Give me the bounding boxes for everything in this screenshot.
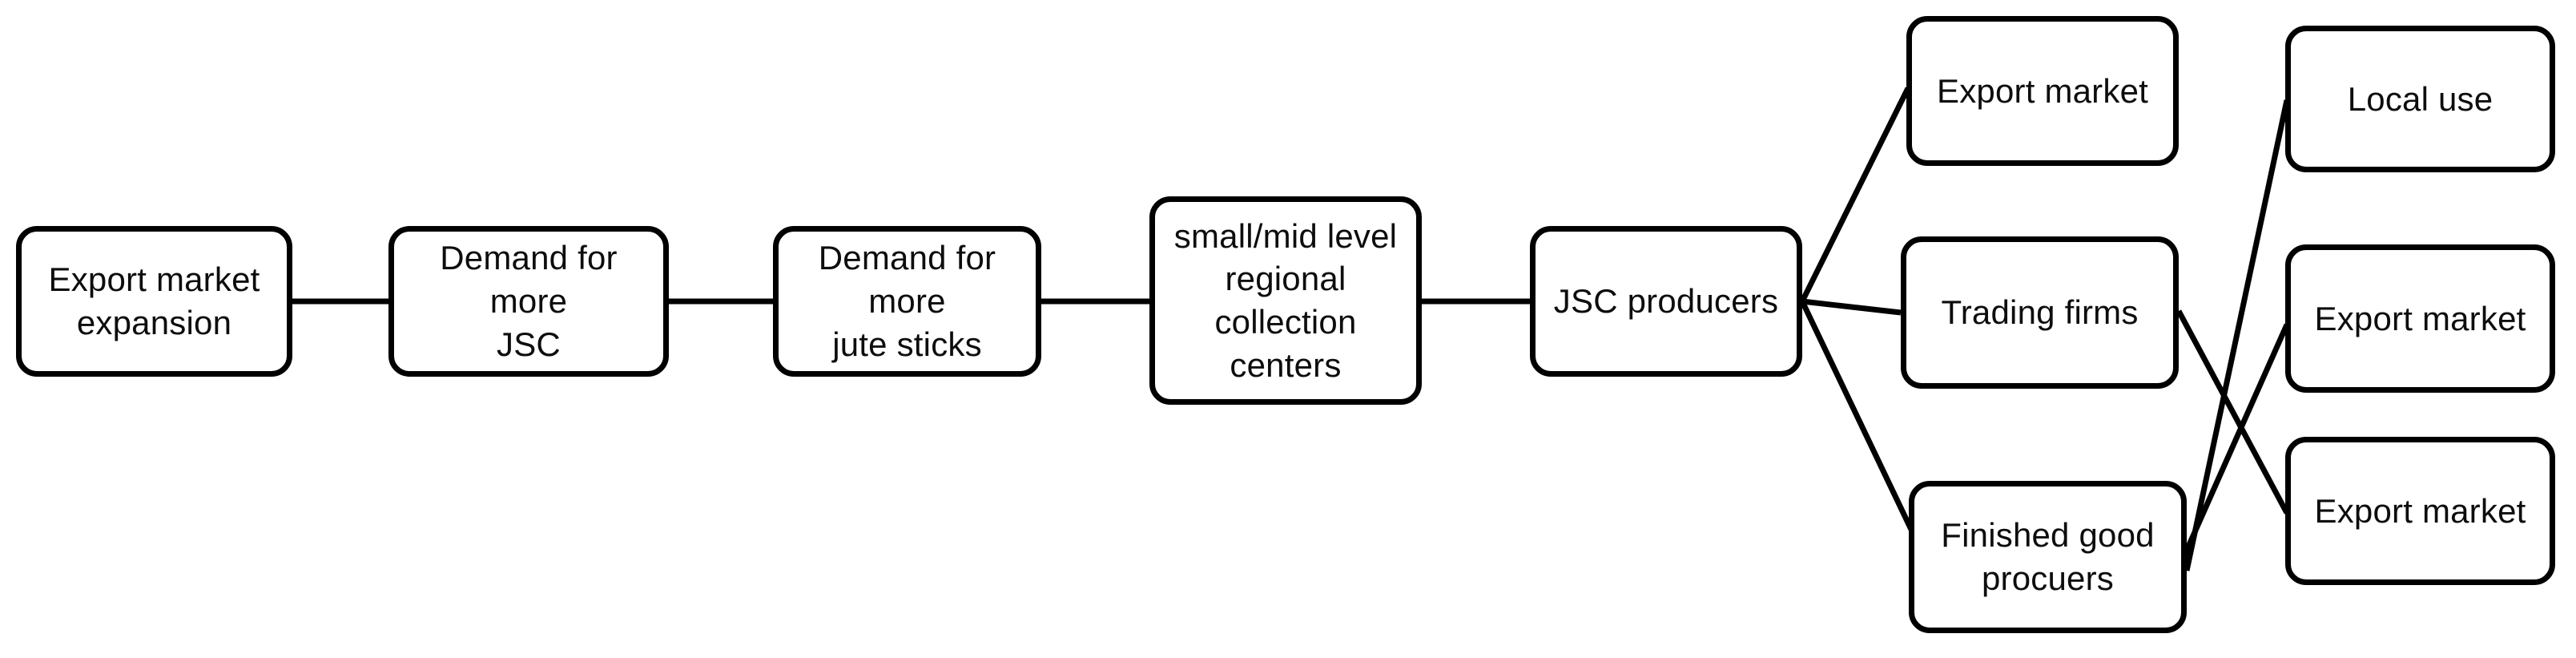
node-label-export-market-right-mid: Export market (2314, 299, 2526, 337)
node-export-market-right-bottom[interactable]: Export market (2285, 437, 2555, 585)
node-jsc-producers[interactable]: JSC producers (1530, 226, 1802, 377)
edge-jsc-producers-to-export-market-mid-top (1799, 87, 1911, 303)
edge-finished-good-procuers-to-export-market-right-mid (2179, 323, 2290, 563)
edge-trading-firms-to-export-market-right-bottom (2176, 309, 2290, 515)
node-label-trading-firms: Trading firms (1941, 293, 2139, 332)
node-demand-for-more-jute-sticks[interactable]: Demand for more jute sticks (773, 226, 1041, 377)
node-local-use[interactable]: Local use (2285, 26, 2555, 172)
edge-finished-good-procuers-to-local-use (2184, 99, 2290, 571)
node-label-export-market-expansion: Export market expansion (48, 260, 260, 341)
node-export-market-expansion[interactable]: Export market expansion (16, 226, 292, 377)
node-label-regional-collection-centers: small/mid level regional collection cent… (1173, 216, 1398, 384)
node-label-demand-for-more-jsc: Demand for more JSC (440, 239, 618, 363)
node-export-market-mid-top[interactable]: Export market (1906, 16, 2179, 166)
node-demand-for-more-jsc[interactable]: Demand for more JSC (388, 226, 669, 377)
node-trading-firms[interactable]: Trading firms (1901, 236, 2179, 389)
node-label-finished-good-procuers: Finished good procuers (1941, 516, 2155, 597)
node-finished-good-procuers[interactable]: Finished good procuers (1909, 481, 2187, 633)
node-label-jsc-producers: JSC producers (1553, 282, 1779, 321)
edge-jsc-producers-to-trading-firms (1801, 298, 1902, 316)
node-label-export-market-right-bottom: Export market (2314, 491, 2526, 530)
node-regional-collection-centers[interactable]: small/mid level regional collection cent… (1149, 196, 1422, 405)
node-export-market-right-mid[interactable]: Export market (2285, 244, 2555, 393)
node-label-local-use: Local use (2347, 79, 2493, 118)
node-label-demand-for-more-jute-sticks: Demand for more jute sticks (818, 239, 996, 363)
node-label-export-market-mid-top: Export market (1936, 71, 2148, 110)
